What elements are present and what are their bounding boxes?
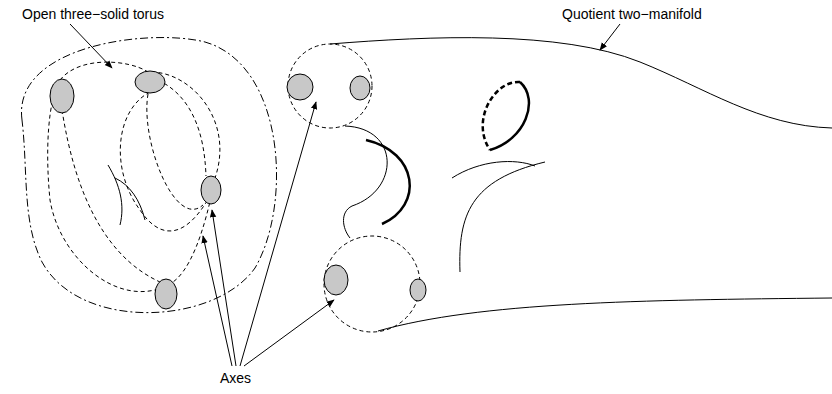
figure-label: Quotient two−manifold [560, 6, 704, 22]
surface-edge [344, 126, 388, 238]
surface-edge [378, 298, 832, 331]
axis-loop [48, 62, 220, 291]
torus-hole [115, 178, 145, 220]
axis-disc [287, 74, 426, 301]
cut-curve [366, 140, 410, 224]
surface-edge [330, 38, 832, 128]
axis-loop [120, 92, 210, 231]
figure-label: Open three−solid torus [20, 6, 166, 22]
axis-disc [50, 71, 221, 309]
handle [483, 82, 520, 150]
torus-boundary [21, 38, 276, 313]
boundary-circle [324, 236, 420, 332]
boundary-circle [288, 44, 372, 128]
figure-label: Axes [218, 370, 253, 386]
axis-loop [62, 80, 206, 282]
surface-fold [452, 162, 535, 178]
torus-hole [108, 165, 122, 225]
leader-arrow [70, 24, 620, 366]
surface-fold [460, 162, 545, 272]
